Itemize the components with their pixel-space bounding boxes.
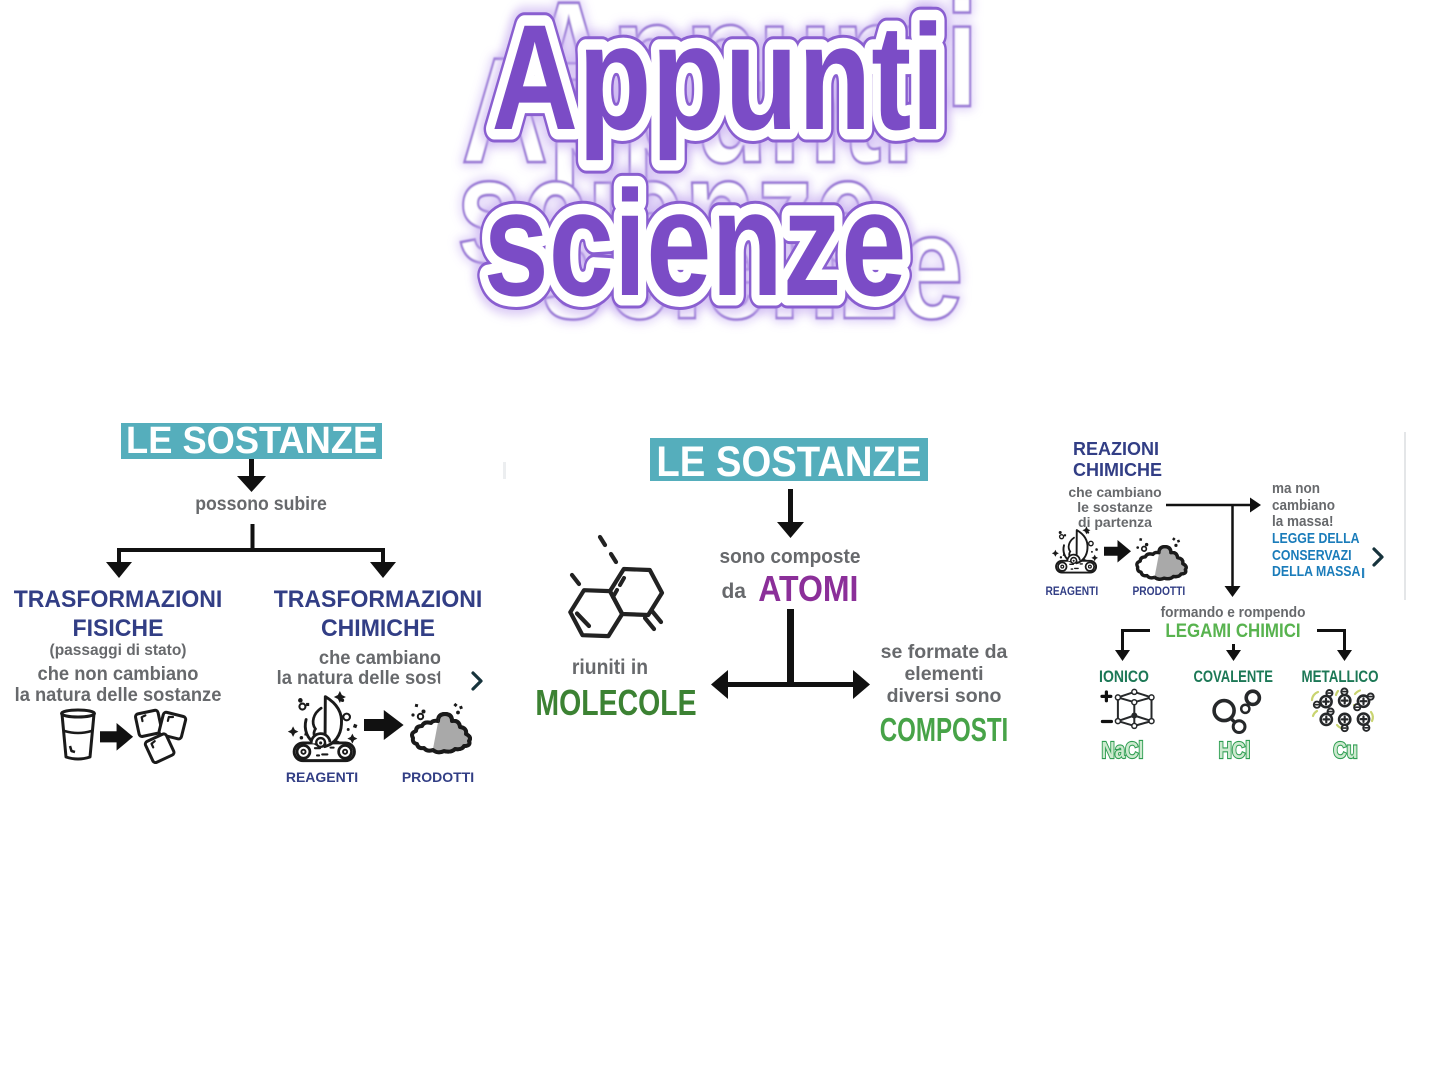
svg-text:Appunti: Appunti [525,0,978,138]
svg-text:scienze: scienze [484,159,907,327]
svg-text:Cu: Cu [1333,738,1358,763]
svg-text:scienze: scienze [457,126,880,294]
svg-text:scienze: scienze [457,126,880,294]
svg-text:scienze: scienze [484,159,907,327]
svg-text:Appunti: Appunti [461,26,914,194]
svg-text:scienze: scienze [484,159,907,327]
svg-text:HCl: HCl [1219,738,1251,763]
svg-text:NaCl: NaCl [1102,738,1144,763]
svg-text:scienze: scienze [541,182,964,350]
svg-text:Appunti: Appunti [461,26,914,194]
svg-text:scienze: scienze [541,182,964,350]
svg-text:Appunti: Appunti [491,0,944,161]
svg-text:Appunti: Appunti [491,0,944,161]
svg-text:Appunti: Appunti [525,0,978,138]
svg-text:Appunti: Appunti [491,0,944,161]
svg-text:scienze: scienze [484,159,907,327]
svg-text:Appunti: Appunti [491,0,944,161]
